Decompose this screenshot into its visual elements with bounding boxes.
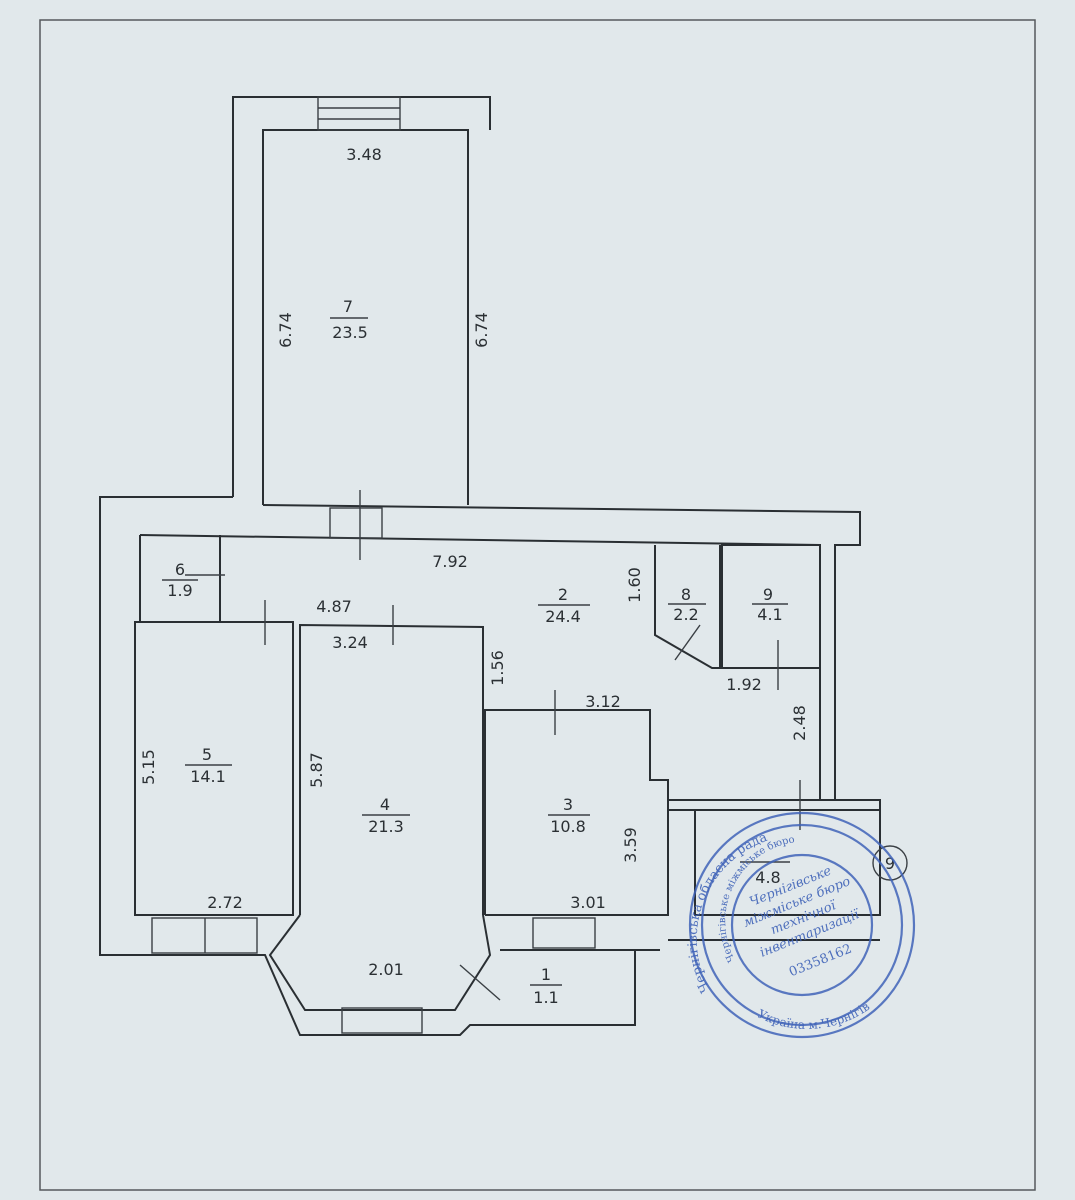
room-8: 82.2 <box>668 585 706 624</box>
svg-text:2.72: 2.72 <box>207 893 243 912</box>
svg-text:4.8: 4.8 <box>755 868 780 887</box>
room-4: 421.3 <box>362 795 410 836</box>
svg-text:1.9: 1.9 <box>167 581 192 600</box>
svg-text:1: 1 <box>541 965 551 984</box>
svg-text:7: 7 <box>343 297 353 316</box>
svg-text:7.92: 7.92 <box>432 552 468 571</box>
svg-text:6: 6 <box>175 560 185 579</box>
sheet-frame <box>39 19 1036 1191</box>
svg-text:5.15: 5.15 <box>139 749 158 785</box>
svg-text:1.92: 1.92 <box>726 675 762 694</box>
svg-text:2.01: 2.01 <box>368 960 404 979</box>
svg-text:4: 4 <box>380 795 390 814</box>
room-6: 61.9 <box>162 560 198 600</box>
svg-text:21.3: 21.3 <box>368 817 404 836</box>
svg-text:2.48: 2.48 <box>790 705 809 741</box>
room-2: 224.4 <box>538 585 590 626</box>
svg-text:3.01: 3.01 <box>570 893 606 912</box>
svg-text:Україна м.Чернігів: Україна м.Чернігів <box>755 999 872 1032</box>
svg-text:3.24: 3.24 <box>332 633 368 652</box>
room-3: 310.8 <box>548 795 590 836</box>
sheet-number-marker: 9 <box>872 845 908 881</box>
svg-text:10.8: 10.8 <box>550 817 586 836</box>
svg-text:6.74: 6.74 <box>472 312 491 348</box>
svg-text:5: 5 <box>202 745 212 764</box>
svg-text:9: 9 <box>885 854 895 873</box>
svg-text:5.87: 5.87 <box>307 752 326 788</box>
svg-text:3.12: 3.12 <box>585 692 621 711</box>
svg-text:2: 2 <box>558 585 568 604</box>
walls <box>99 96 881 1036</box>
svg-text:1.56: 1.56 <box>488 650 507 686</box>
svg-text:1.60: 1.60 <box>625 567 644 603</box>
dimension-labels: 3.48 6.74 6.74 7.92 4.87 1.60 1.92 2.48 … <box>139 145 809 979</box>
svg-text:1.1: 1.1 <box>533 988 558 1007</box>
svg-text:03358162: 03358162 <box>787 942 854 981</box>
room-labels: 723.5 61.9 224.4 82.2 94.1 514.1 421.3 3… <box>162 297 790 1007</box>
room-7: 723.5 <box>330 297 368 342</box>
svg-text:14.1: 14.1 <box>190 767 226 786</box>
room-9: 94.1 <box>752 585 788 624</box>
svg-text:3.59: 3.59 <box>621 827 640 863</box>
svg-text:6.74: 6.74 <box>276 312 295 348</box>
room-unnumbered: 4.8 <box>740 861 790 887</box>
svg-text:23.5: 23.5 <box>332 323 368 342</box>
svg-text:8: 8 <box>681 585 691 604</box>
svg-text:9: 9 <box>763 585 773 604</box>
svg-text:4.87: 4.87 <box>316 597 352 616</box>
room-1: 11.1 <box>530 965 562 1007</box>
svg-text:3.48: 3.48 <box>346 145 382 164</box>
svg-text:24.4: 24.4 <box>545 607 581 626</box>
svg-text:3: 3 <box>563 795 573 814</box>
svg-text:4.1: 4.1 <box>757 605 782 624</box>
room-5: 514.1 <box>185 745 232 786</box>
svg-text:2.2: 2.2 <box>673 605 698 624</box>
